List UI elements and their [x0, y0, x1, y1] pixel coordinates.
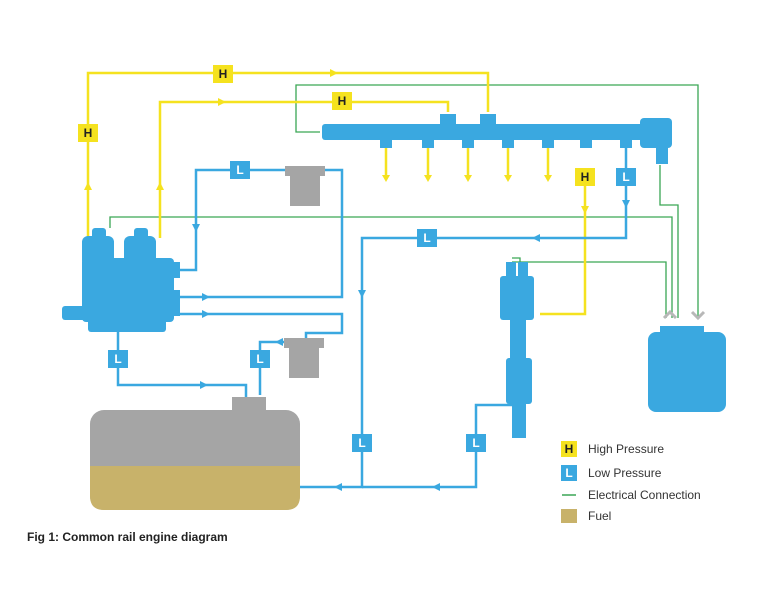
- high-pressure-lines: [86, 71, 587, 316]
- svg-text:H: H: [84, 126, 93, 140]
- injector: [500, 262, 534, 438]
- low-pressure-badge: L: [108, 350, 128, 368]
- svg-text:Low Pressure: Low Pressure: [588, 466, 662, 480]
- legend-high-pressure: H High Pressure: [561, 441, 664, 457]
- fuel-filter-upper: [285, 166, 325, 206]
- low-pressure-badge: L: [616, 168, 636, 186]
- svg-text:H: H: [581, 170, 590, 184]
- low-pressure-badge: L: [250, 350, 270, 368]
- high-pressure-badge: H: [78, 124, 98, 142]
- svg-text:H: H: [219, 67, 228, 81]
- svg-text:L: L: [472, 436, 479, 450]
- legend-electrical: Electrical Connection: [562, 488, 701, 502]
- svg-text:L: L: [622, 170, 629, 184]
- common-rail: [322, 114, 672, 164]
- low-pressure-badge: L: [466, 434, 486, 452]
- svg-text:H: H: [338, 94, 347, 108]
- figure-caption: Fig 1: Common rail engine diagram: [27, 530, 228, 544]
- svg-text:H: H: [565, 442, 574, 456]
- fuel-tank: [90, 397, 300, 510]
- low-pressure-badge: L: [417, 229, 437, 247]
- svg-text:L: L: [236, 163, 243, 177]
- low-pressure-badge: L: [352, 434, 372, 452]
- high-pressure-badge: H: [213, 65, 233, 83]
- high-pressure-arrows: [84, 69, 589, 214]
- low-pressure-badge: L: [230, 161, 250, 179]
- ecu-unit: [648, 309, 726, 412]
- high-pressure-badge: H: [332, 92, 352, 110]
- electrical-wiring: [109, 84, 699, 318]
- fuel-filter-lower: [284, 338, 324, 378]
- svg-text:L: L: [358, 436, 365, 450]
- svg-text:L: L: [114, 352, 121, 366]
- svg-text:L: L: [565, 466, 572, 480]
- svg-text:Fuel: Fuel: [588, 509, 611, 523]
- legend-low-pressure: L Low Pressure: [561, 465, 662, 481]
- legend-fuel: Fuel: [561, 509, 611, 523]
- legend: H High Pressure L Low Pressure Electrica…: [561, 441, 701, 523]
- svg-text:High Pressure: High Pressure: [588, 442, 664, 456]
- svg-text:L: L: [423, 231, 430, 245]
- high-pressure-pump: [62, 228, 180, 332]
- high-pressure-badge: H: [575, 168, 595, 186]
- svg-text:Electrical Connection: Electrical Connection: [588, 488, 701, 502]
- svg-text:L: L: [256, 352, 263, 366]
